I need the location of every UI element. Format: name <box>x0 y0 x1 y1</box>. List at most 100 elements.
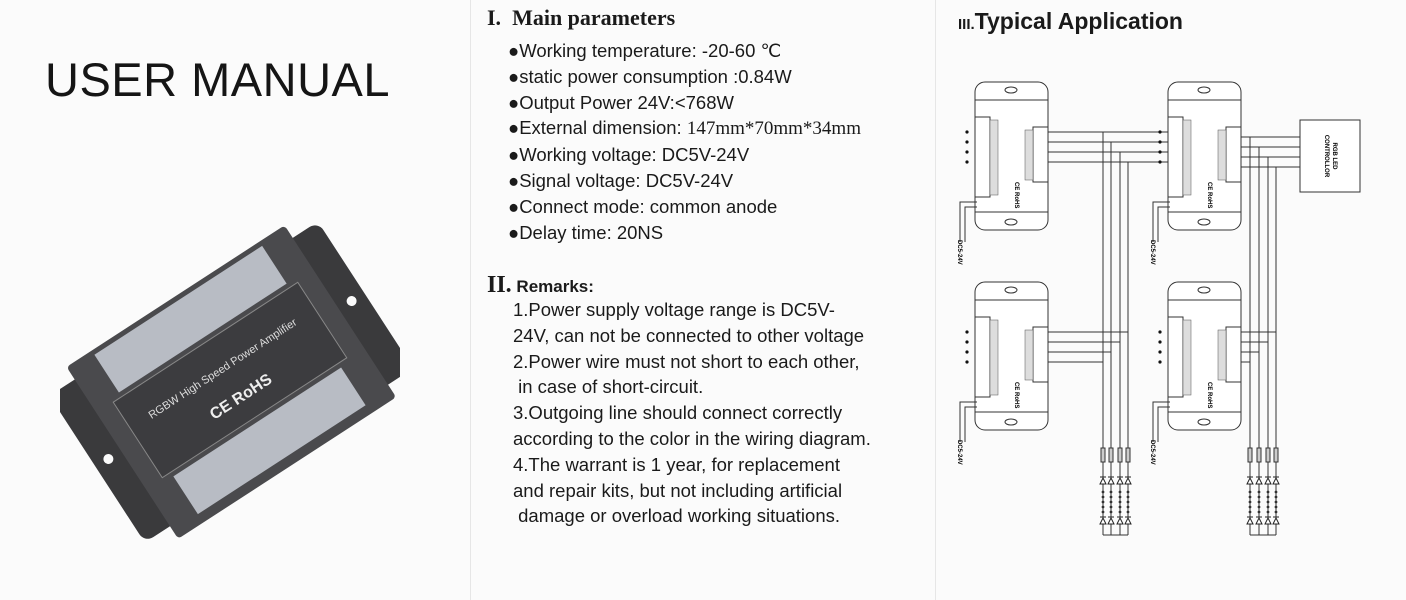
param-item: ●Delay time: 20NS <box>508 221 664 243</box>
led-diode <box>1099 476 1107 485</box>
param-item: ●External dimension: 147mm*70mm*34mm <box>508 117 861 140</box>
resistor <box>1256 447 1262 463</box>
wiring-diagram: CE RoHS DC5-24V CE RoHS DC5-24V CE RoHS DC5-2… <box>956 81 1361 536</box>
led-diode <box>1124 516 1132 525</box>
led-diode <box>1246 476 1254 485</box>
page-fold <box>470 0 471 600</box>
mount-hole <box>1004 218 1018 226</box>
led-diode <box>1272 516 1280 525</box>
product-photo: RGBW High Speed Power Amplifier CE RoHS <box>60 225 400 539</box>
led-diode <box>1255 516 1263 525</box>
power-label: DC5-24V <box>1149 440 1155 465</box>
section-heading: Main parameters <box>512 5 676 30</box>
input-terminal <box>1182 319 1192 396</box>
dot <box>965 360 969 364</box>
dot <box>965 140 969 144</box>
mount-hole <box>1004 286 1018 294</box>
ce-rohs-mark: CE RoHS <box>1013 382 1019 408</box>
mount-hole <box>1197 286 1211 294</box>
led-diode <box>1264 516 1272 525</box>
led-diode <box>1272 476 1280 485</box>
rgb-controller: RGB LED CONTROLLOR <box>1299 119 1361 193</box>
resistor <box>1100 447 1106 463</box>
remark-line: 1.Power supply voltage range is DC5V- <box>513 299 835 320</box>
led-diode <box>1116 516 1124 525</box>
led-diode <box>1255 476 1263 485</box>
resistor <box>1117 447 1123 463</box>
page-fold <box>935 0 936 600</box>
param-item: ●Connect mode: common anode <box>508 195 778 217</box>
param-item: ●Signal voltage: DC5V-24V <box>508 169 734 191</box>
controller-label: RGB LED <box>1331 143 1337 171</box>
controller-label: CONTROLLOR <box>1323 135 1329 178</box>
mount-hole <box>1197 86 1211 94</box>
power-label: DC5-24V <box>956 440 962 465</box>
remark-line: damage or overload working situations. <box>513 505 841 527</box>
dot <box>965 130 969 134</box>
resistor <box>1273 447 1279 463</box>
ce-rohs-mark: CE RoHS <box>1013 182 1019 208</box>
amplifier-device: CE RoHS DC5-24V <box>1149 281 1242 465</box>
remark-line: 2.Power wire must not short to each othe… <box>513 350 860 372</box>
param-item: ●Working voltage: DC5V-24V <box>508 144 750 166</box>
dot <box>1158 140 1162 144</box>
led-diode <box>1107 516 1115 525</box>
dot <box>1158 330 1162 334</box>
mount-hole <box>103 453 114 464</box>
remark-line: 3.Outgoing line should connect correctly <box>513 402 843 424</box>
output-terminal <box>1217 129 1227 181</box>
dot <box>1158 150 1162 154</box>
label-panel <box>112 281 348 479</box>
dot <box>965 160 969 164</box>
section-numeral: II. <box>487 272 512 298</box>
input-terminal <box>1182 119 1192 196</box>
remark-line: 4.The warrant is 1 year, for replacement <box>513 453 840 475</box>
ce-rohs-mark: CE RoHS <box>1206 182 1212 208</box>
dot <box>965 340 969 344</box>
param-item: ●Working temperature: -20-60 ℃ <box>508 40 782 61</box>
mount-hole <box>1197 418 1211 426</box>
section-numeral: I. <box>487 5 502 30</box>
remarks-list: 1.Power supply voltage range is DC5V- 24… <box>513 297 871 529</box>
remark-line: 24V, can not be connected to other volta… <box>513 324 865 346</box>
mount-hole <box>1004 86 1018 94</box>
dot <box>965 350 969 354</box>
manual-title: USER MANUAL <box>45 53 391 106</box>
param-item: ●Output Power 24V:<768W <box>508 91 734 113</box>
remark-line: according to the color in the wiring dia… <box>513 427 871 449</box>
output-terminal <box>1024 329 1034 381</box>
mount-hole <box>1197 218 1211 226</box>
resistor <box>1125 447 1131 463</box>
led-diode <box>1124 476 1132 485</box>
input-terminal <box>989 119 999 196</box>
terminal-block-bottom <box>173 367 366 515</box>
mount-hole <box>346 296 357 307</box>
led-diode <box>1107 476 1115 485</box>
dot <box>965 330 969 334</box>
dot <box>1158 360 1162 364</box>
resistor <box>1265 447 1271 463</box>
dot <box>1158 340 1162 344</box>
led-diode <box>1099 516 1107 525</box>
led-diode <box>1246 516 1254 525</box>
parameter-list: ●Working temperature: -20-60 ℃ ●static p… <box>508 38 861 245</box>
dot <box>1158 160 1162 164</box>
section-heading: Typical Application <box>974 8 1183 34</box>
output-terminal <box>1217 329 1227 381</box>
remark-line: and repair kits, but not including artif… <box>513 479 843 501</box>
remark-line: in case of short-circuit. <box>513 376 704 398</box>
amplifier-device: CE RoHS DC5-24V <box>956 81 1049 265</box>
param-item: ●static power consumption :0.84W <box>508 65 792 87</box>
input-terminal <box>989 319 999 396</box>
terminal-block-top <box>94 245 287 393</box>
section-heading: Remarks: <box>516 277 594 296</box>
ce-rohs-mark: CE RoHS <box>1206 382 1212 408</box>
output-terminal <box>1024 129 1034 181</box>
power-label: DC5-24V <box>1149 240 1155 265</box>
led-diode <box>1116 476 1124 485</box>
power-label: DC5-24V <box>956 240 962 265</box>
section-main-parameters: I. Main parameters <box>487 5 675 31</box>
amplifier-device: CE RoHS DC5-24V <box>1149 81 1242 265</box>
section-remarks: II. Remarks: <box>487 272 594 299</box>
mount-hole <box>1004 418 1018 426</box>
